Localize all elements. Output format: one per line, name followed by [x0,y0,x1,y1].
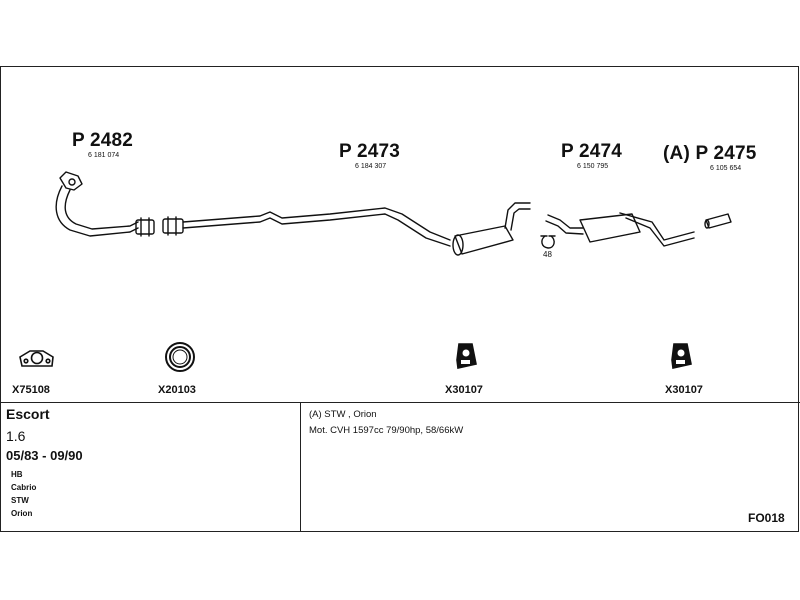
body-type-item: Cabrio [11,483,37,492]
part-number-p2475[interactable]: (A) P 2475 [663,143,757,164]
accessory-code-x75108[interactable]: X75108 [12,384,50,396]
accessory-code-x20103[interactable]: X20103 [158,384,196,396]
part-number-p2482[interactable]: P 2482 [72,130,134,151]
rubber-hanger-icon[interactable] [671,343,692,369]
vehicle-engine: 1.6 [6,428,26,444]
body-type-item: STW [11,496,29,505]
oem-number-p2474: 6 150 795 [577,163,609,170]
middle-pipe-part[interactable] [162,202,531,256]
diagram-frame [0,66,799,532]
note-line: (A) STW , Orion [309,409,377,420]
part-number-p2473[interactable]: P 2473 [339,141,401,162]
accessory-code-x30107[interactable]: X30107 [665,384,703,396]
oem-number-p2473: 6 184 307 [355,163,387,170]
oem-number-p2482: 6 181 074 [88,152,120,159]
front-pipe-part[interactable] [55,171,155,237]
part-number-p2474[interactable]: P 2474 [561,141,623,162]
vehicle-model: Escort [6,406,50,422]
rear-silencer-part[interactable] [545,212,695,247]
tail-pipe-part[interactable] [704,213,732,229]
rubber-hanger-icon[interactable] [456,343,477,369]
exhaust-clamp-icon[interactable] [540,235,556,249]
gasket-icon[interactable] [19,350,54,367]
diagram-code: FO018 [748,511,785,525]
info-column-divider [300,402,301,532]
ring-icon[interactable] [165,342,195,372]
oem-number-p2475: 6 105 654 [710,165,742,172]
info-divider [0,402,800,403]
accessory-code-x30107[interactable]: X30107 [445,384,483,396]
body-type-item: HB [11,470,23,479]
body-type-item: Orion [11,509,33,518]
vehicle-years: 05/83 - 09/90 [6,448,83,463]
note-line: Mot. CVH 1597cc 79/90hp, 58/66kW [309,425,464,436]
clamp-size-label: 48 [543,250,552,259]
